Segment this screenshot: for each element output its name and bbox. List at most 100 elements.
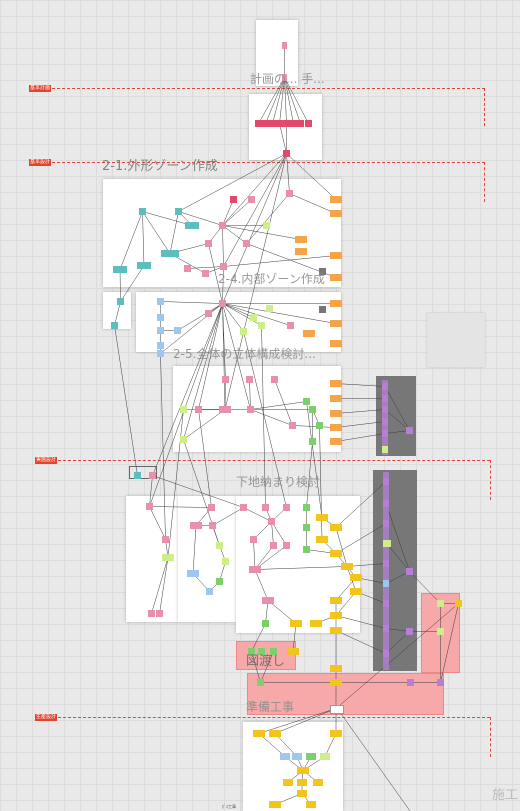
task-node-d5[interactable] — [382, 430, 388, 437]
task-node-y8[interactable] — [330, 597, 342, 604]
task-node-z3[interactable] — [330, 679, 342, 686]
task-node-k5[interactable] — [383, 560, 389, 567]
task-node-v2[interactable] — [246, 376, 253, 383]
task-node-p8[interactable] — [202, 270, 209, 277]
task-node-r5[interactable] — [290, 120, 297, 127]
task-node-h12[interactable] — [303, 504, 310, 511]
task-node-m1[interactable] — [117, 298, 124, 305]
task-node-o11[interactable] — [330, 395, 342, 402]
task-node-b3[interactable] — [157, 327, 164, 334]
task-node-p6[interactable] — [205, 240, 212, 247]
phase-tag-basic-plan[interactable]: 基本計画 — [29, 85, 52, 92]
task-node-y2[interactable] — [316, 536, 328, 543]
task-node-y3[interactable] — [330, 524, 342, 531]
task-node-f1[interactable] — [208, 504, 215, 511]
empty-card[interactable] — [427, 313, 485, 367]
task-node-v8[interactable] — [180, 406, 187, 413]
task-node-y1[interactable] — [316, 514, 328, 521]
task-node-v5[interactable] — [219, 406, 231, 413]
task-node-f2[interactable] — [190, 522, 202, 529]
task-node-h7[interactable] — [283, 542, 290, 549]
task-node-p1[interactable] — [230, 196, 237, 203]
task-node-r7[interactable] — [305, 120, 312, 127]
task-node-o5[interactable] — [330, 252, 342, 259]
task-node-z6[interactable] — [330, 705, 344, 714]
task-node-o9[interactable] — [330, 340, 342, 347]
task-node-e4[interactable] — [148, 610, 155, 617]
task-node-t5[interactable] — [137, 262, 151, 269]
task-node-f8[interactable] — [222, 558, 229, 565]
task-node-f5[interactable] — [187, 570, 199, 577]
task-node-f6[interactable] — [206, 588, 213, 595]
swimlane-bar-1[interactable] — [382, 380, 388, 455]
task-node-p2[interactable] — [286, 190, 293, 197]
task-node-r0[interactable] — [255, 120, 262, 127]
task-node-w4[interactable] — [287, 648, 299, 655]
task-node-v12[interactable] — [316, 422, 323, 429]
task-node-k3[interactable] — [383, 520, 389, 527]
task-node-a2[interactable] — [282, 74, 287, 81]
task-node-c6[interactable] — [306, 753, 316, 760]
task-node-p9[interactable] — [184, 265, 191, 272]
task-node-n1[interactable] — [437, 600, 444, 607]
task-node-p5[interactable] — [243, 240, 250, 247]
task-node-n3[interactable] — [437, 628, 444, 635]
task-node-q5[interactable] — [258, 322, 265, 329]
task-node-t4[interactable] — [161, 250, 179, 257]
task-node-c3[interactable] — [330, 730, 342, 737]
task-node-p3[interactable] — [248, 196, 255, 203]
swimlane-bar-2[interactable] — [383, 472, 389, 670]
task-node-c4[interactable] — [280, 753, 290, 760]
task-node-d4[interactable] — [382, 418, 388, 425]
task-node-r1[interactable] — [262, 120, 269, 127]
task-node-r3[interactable] — [276, 120, 283, 127]
task-node-q3[interactable] — [250, 314, 257, 321]
task-node-rk[interactable] — [283, 150, 290, 157]
task-node-t3[interactable] — [185, 222, 199, 229]
task-node-y11[interactable] — [310, 620, 322, 627]
task-node-d6[interactable] — [382, 446, 388, 453]
task-node-q1[interactable] — [219, 300, 226, 307]
task-node-k6[interactable] — [383, 580, 389, 587]
task-node-c7[interactable] — [320, 753, 330, 760]
task-node-c1[interactable] — [253, 730, 265, 737]
task-node-t1[interactable] — [139, 208, 146, 215]
task-node-o12[interactable] — [330, 410, 342, 417]
task-node-o13[interactable] — [330, 424, 342, 431]
task-node-f4[interactable] — [216, 542, 223, 549]
task-node-z4[interactable] — [407, 679, 414, 686]
task-node-o1[interactable] — [330, 196, 342, 203]
task-node-c10[interactable] — [297, 779, 307, 786]
task-node-v9[interactable] — [180, 436, 187, 443]
task-node-b2[interactable] — [157, 314, 164, 321]
task-node-o14[interactable] — [330, 438, 342, 445]
task-node-r4[interactable] — [283, 120, 290, 127]
task-node-h14[interactable] — [303, 546, 310, 553]
task-node-c14[interactable] — [306, 801, 316, 808]
task-node-h10[interactable] — [262, 620, 269, 627]
task-node-l1[interactable] — [263, 222, 270, 229]
task-node-v10[interactable] — [303, 398, 310, 405]
task-node-y7[interactable] — [350, 588, 362, 595]
task-node-h5[interactable] — [250, 536, 257, 543]
task-node-e5[interactable] — [156, 610, 163, 617]
task-node-d2[interactable] — [382, 395, 388, 402]
task-node-k8[interactable] — [383, 625, 389, 632]
task-node-o3[interactable] — [295, 236, 307, 243]
task-node-o8[interactable] — [330, 320, 342, 327]
task-node-v7[interactable] — [289, 422, 296, 429]
task-node-h1[interactable] — [240, 504, 247, 511]
drawing-zone[interactable] — [236, 641, 296, 670]
task-node-c11[interactable] — [313, 779, 323, 786]
task-node-h3[interactable] — [283, 504, 290, 511]
task-node-o10[interactable] — [330, 380, 342, 387]
task-node-p4[interactable] — [219, 222, 226, 229]
task-node-q6[interactable] — [240, 328, 247, 335]
task-node-k4[interactable] — [383, 540, 391, 547]
task-node-p7[interactable] — [220, 263, 227, 270]
task-node-y10[interactable] — [330, 627, 342, 634]
task-node-h6[interactable] — [270, 542, 277, 549]
task-node-b5[interactable] — [157, 342, 164, 349]
task-node-h2[interactable] — [262, 504, 269, 511]
task-node-h11[interactable] — [290, 620, 302, 627]
